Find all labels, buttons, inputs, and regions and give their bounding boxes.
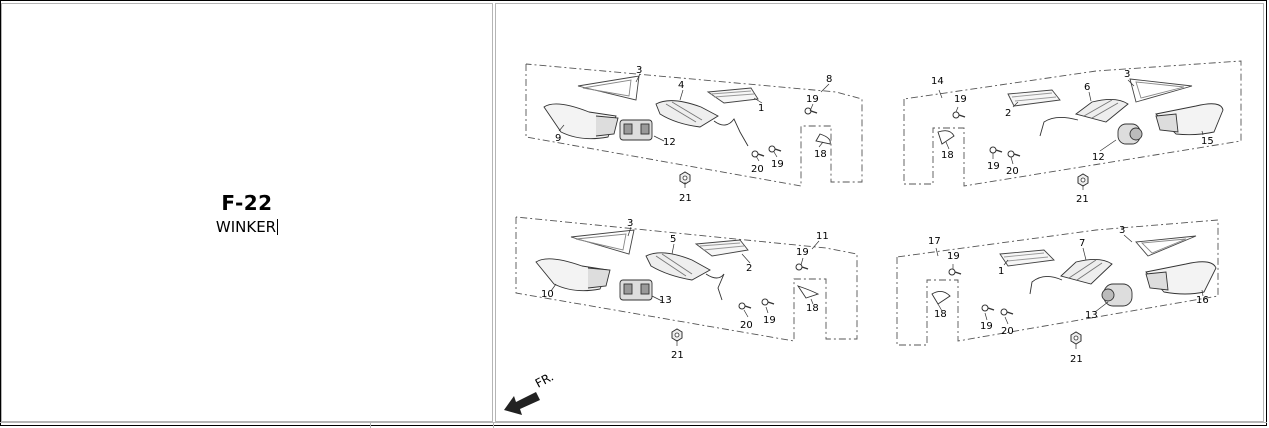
callout: 16 [1196, 295, 1209, 306]
callout: 3 [1119, 225, 1125, 236]
callout: 21 [679, 193, 692, 204]
callout: 2 [1005, 108, 1011, 119]
callout: 18 [934, 309, 947, 320]
callout: 10 [541, 289, 554, 300]
panel-front-right-callouts: 14 19 2 6 3 18 19 20 12 15 21 [931, 69, 1214, 205]
section-title[interactable]: WINKER [2, 218, 492, 236]
callout: 18 [806, 303, 819, 314]
callout: 3 [636, 65, 642, 76]
callout: 19 [947, 251, 960, 262]
callout: 21 [1070, 354, 1083, 365]
callout: 14 [931, 76, 944, 87]
text-caret [277, 219, 279, 235]
next-row [0, 422, 1267, 426]
callout: 12 [663, 137, 676, 148]
callout: 20 [1006, 166, 1019, 177]
winker-exploded-diagram: 3 4 8 1 19 9 12 18 20 19 21 [504, 60, 1242, 415]
callout: 1 [758, 103, 764, 114]
callout: 19 [796, 247, 809, 258]
callout: 13 [659, 295, 672, 306]
callout: 19 [954, 94, 967, 105]
callout: 11 [816, 231, 829, 242]
callout: 1 [998, 266, 1004, 277]
callout: 19 [771, 159, 784, 170]
callout: 21 [671, 350, 684, 361]
callout: 12 [1092, 152, 1105, 163]
next-row-divider [493, 422, 494, 428]
section-cell: F-22 WINKER [1, 3, 493, 422]
callout: 8 [826, 74, 832, 85]
callout: 9 [555, 133, 561, 144]
parts-diagram-cell: 3 4 8 1 19 9 12 18 20 19 21 [495, 3, 1264, 422]
callout: 4 [678, 80, 684, 91]
callout: 18 [941, 150, 954, 161]
direction-label: FR. [533, 370, 556, 391]
panel-front-left-callouts: 3 4 8 1 19 9 12 18 20 19 21 [555, 65, 832, 204]
callout: 2 [746, 263, 752, 274]
callout: 19 [987, 161, 1000, 172]
callout: 21 [1076, 194, 1089, 205]
callout: 15 [1201, 136, 1214, 147]
callout: 18 [814, 149, 827, 160]
callout: 19 [806, 94, 819, 105]
callout: 13 [1085, 310, 1098, 321]
callout: 19 [980, 321, 993, 332]
callout: 20 [1001, 326, 1014, 337]
panel-front-right [903, 60, 1242, 190]
next-row-divider [370, 422, 371, 428]
callout: 3 [1124, 69, 1130, 80]
callout: 7 [1079, 238, 1085, 249]
front-direction-indicator: FR. [504, 370, 556, 415]
arrow-icon [504, 392, 540, 415]
callout: 6 [1084, 82, 1090, 93]
callout: 5 [670, 234, 676, 245]
panel-rear-left [515, 216, 858, 346]
panel-rear-left-callouts: 3 5 11 2 19 10 13 18 20 19 21 [541, 218, 829, 361]
panel-rear-right-callouts: 17 19 1 7 3 18 19 20 13 16 21 [928, 225, 1209, 365]
section-title-text: WINKER [215, 218, 277, 236]
panel-rear-right [896, 219, 1219, 349]
callout: 20 [751, 164, 764, 175]
callout: 17 [928, 236, 941, 247]
section-code: F-22 [221, 191, 273, 215]
callout: 3 [627, 218, 633, 229]
callout: 19 [763, 315, 776, 326]
panel-front-left [525, 63, 863, 188]
callout: 20 [740, 320, 753, 331]
